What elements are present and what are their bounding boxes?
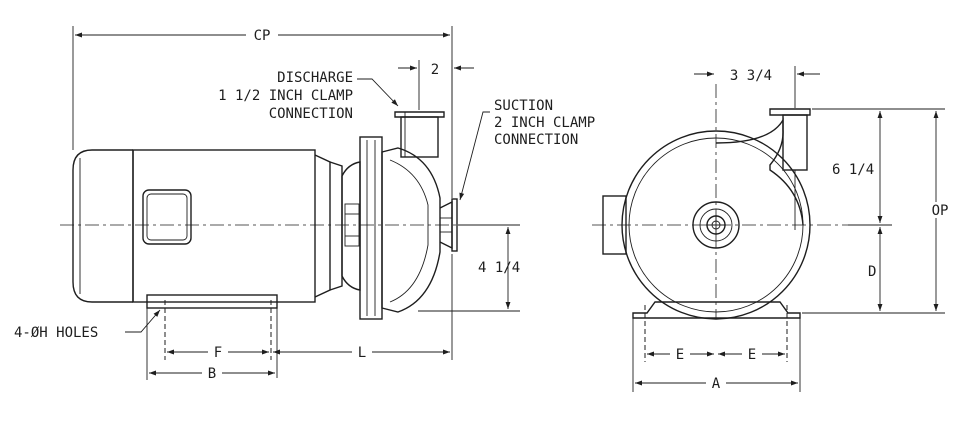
three-three-quarter-label: 3 3/4 <box>730 68 772 84</box>
motor-end-cap <box>72 149 133 303</box>
two-inch-label: 2 <box>431 62 439 78</box>
discharge-ferrule <box>394 111 445 118</box>
back-plate-flange <box>359 136 383 320</box>
front-discharge-tube <box>782 114 808 171</box>
front-view-dimensions: 3 3/4 6 1/4 D OP E E A <box>632 66 956 392</box>
discharge-label-line3: CONNECTION <box>269 106 353 122</box>
front-base-foot <box>632 301 801 319</box>
six-quarter-label: 6 1/4 <box>832 162 874 178</box>
discharge-leader <box>357 78 399 107</box>
holes-label: 4-ØH HOLES <box>14 325 98 341</box>
a-label: A <box>712 376 721 392</box>
suction-label-line3: CONNECTION <box>494 132 578 148</box>
front-side-boss <box>602 195 627 255</box>
d-label: D <box>868 264 876 280</box>
b-label: B <box>208 366 216 382</box>
discharge-label-line1: DISCHARGE <box>277 70 353 86</box>
motor-body <box>132 149 316 303</box>
side-view <box>60 111 505 320</box>
side-view-dimensions: CP 2 DISCHARGE 1 1/2 INCH CLAMP CONNECTI… <box>14 26 595 382</box>
four-quarter-label: 4 1/4 <box>478 260 520 276</box>
suction-clamp-ferrule <box>451 198 458 252</box>
motor-junction-box <box>142 189 192 245</box>
discharge-label-line2: 1 1/2 INCH CLAMP <box>218 88 353 104</box>
suction-leader <box>459 111 490 201</box>
cp-label: CP <box>254 28 271 44</box>
front-volute <box>715 117 804 226</box>
motor-foot <box>146 294 278 309</box>
e-left-label: E <box>676 347 684 363</box>
front-view <box>592 84 850 320</box>
motor-collar <box>314 154 331 298</box>
l-label: L <box>358 345 366 361</box>
f-label: F <box>214 345 222 361</box>
suction-label-line1: SUCTION <box>494 98 553 114</box>
suction-label-line2: 2 INCH CLAMP <box>494 115 595 131</box>
e-right-label: E <box>748 347 756 363</box>
front-hub-outer <box>692 201 740 249</box>
front-casing-outer <box>621 130 811 320</box>
pump-casing <box>381 147 441 313</box>
holes-leader <box>125 309 161 333</box>
front-discharge-ferrule <box>769 108 811 116</box>
op-label: OP <box>932 203 949 219</box>
